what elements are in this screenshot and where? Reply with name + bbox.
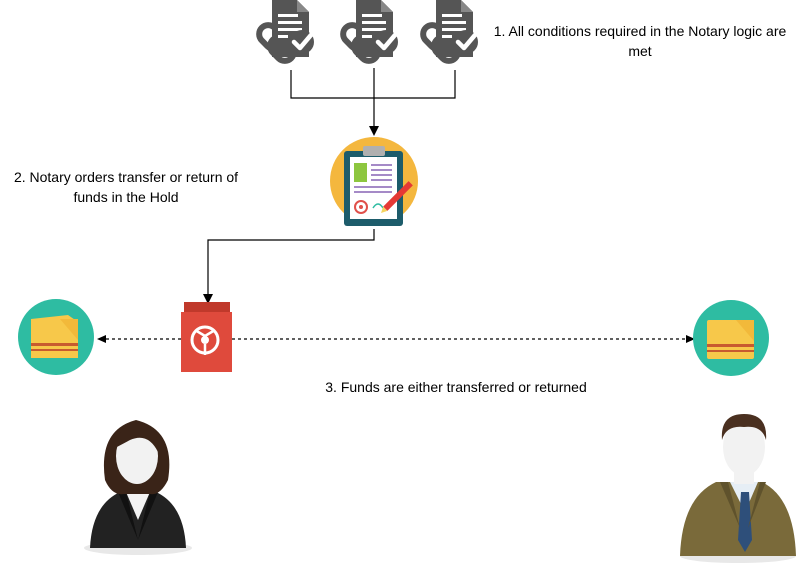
document-chain-check-icon bbox=[339, 0, 398, 65]
hold-safe-icon bbox=[181, 302, 232, 372]
step-3-label: 3. Funds are either transferred or retur… bbox=[325, 379, 587, 395]
businesswoman-avatar-icon bbox=[84, 420, 192, 555]
document-chain-check-icon bbox=[255, 0, 314, 65]
step-2-label: 2. Notary orders transfer or return of f… bbox=[13, 169, 239, 205]
conditions-connector bbox=[290, 68, 456, 136]
condition-documents bbox=[255, 0, 478, 65]
clipboard-contract-icon bbox=[330, 137, 418, 226]
right-wallet-icon bbox=[693, 300, 769, 376]
step-1-label: 1. All conditions required in the Notary… bbox=[493, 23, 787, 59]
document-chain-check-icon bbox=[419, 0, 478, 65]
left-wallet-icon bbox=[18, 299, 94, 375]
order-connector bbox=[203, 229, 375, 304]
businessman-avatar-icon bbox=[680, 414, 796, 563]
